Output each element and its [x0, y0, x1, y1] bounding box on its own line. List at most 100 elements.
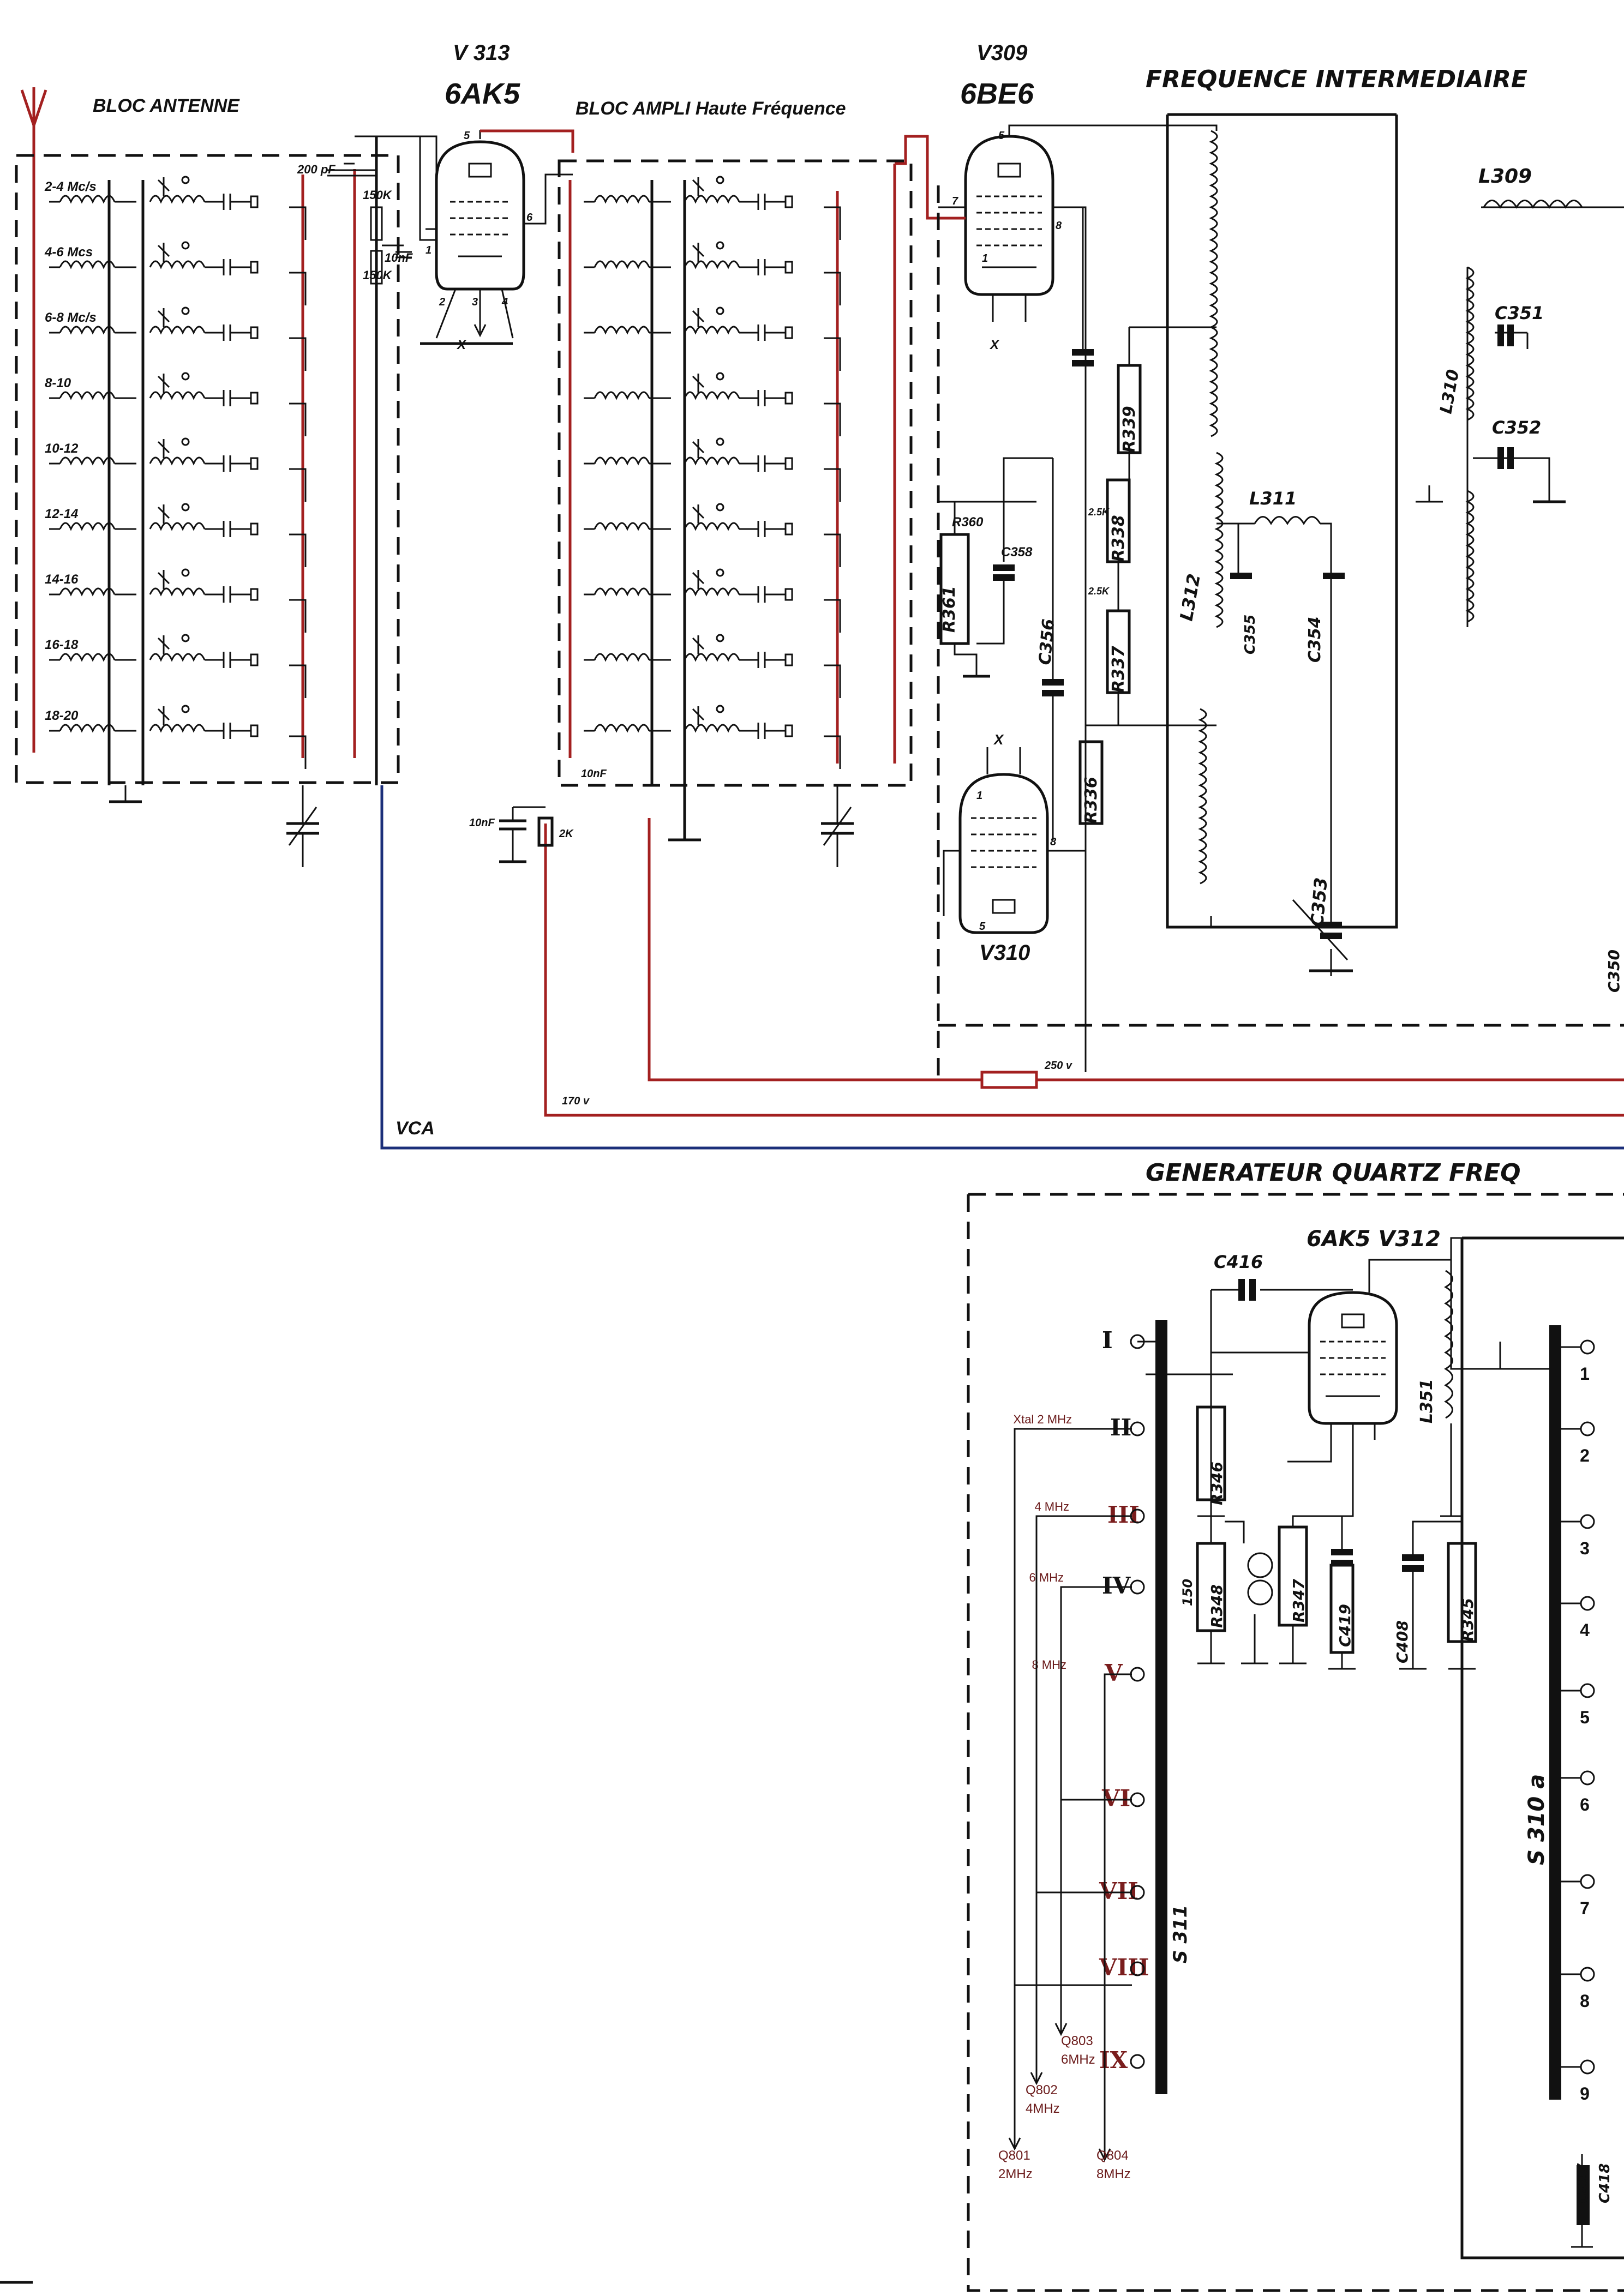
- l311-label: L311: [1249, 488, 1297, 509]
- rf-block-10nf-label: 10nF: [581, 768, 607, 780]
- band-row: [49, 705, 307, 769]
- cap-10nf-label: 10nF: [385, 251, 413, 265]
- band-row: [49, 437, 307, 502]
- antenna-output-network: [327, 135, 438, 285]
- switch-position-numeral: VIII: [1099, 1954, 1149, 1981]
- antenna-block-frame: [15, 154, 400, 784]
- rf-block-frame: [558, 159, 913, 787]
- r346-label: R346: [1208, 1462, 1226, 1505]
- v310-pin: 8: [1050, 836, 1057, 848]
- v309-ref: V309: [976, 41, 1028, 65]
- band-row: [49, 306, 307, 371]
- band-row: [49, 176, 307, 240]
- switch-position-numeral: II: [1110, 1414, 1131, 1441]
- if-transformer-coils: [1198, 125, 1475, 927]
- c417-label: C417: [1575, 2163, 1591, 2203]
- res-2k-label: 2K: [559, 828, 574, 840]
- v313-type: 6AK5: [445, 77, 520, 110]
- if-section-frame: [937, 113, 1624, 1081]
- c418-label: C418: [1597, 2163, 1613, 2203]
- r338-label: R338: [1109, 515, 1128, 562]
- s311-switch-bar: [1155, 1320, 1233, 2094]
- c350-label: C350: [1605, 949, 1623, 993]
- s310a-contact: [1580, 1967, 1595, 1982]
- switch-contact: [1130, 1961, 1145, 1976]
- crystal-frequency-label: Xtal 2 MHz: [1013, 1413, 1072, 1426]
- switch-contact: [1130, 1421, 1145, 1436]
- band-row: [49, 503, 307, 567]
- c356-label: C356: [1035, 618, 1058, 665]
- v313-plate-red: [480, 129, 574, 153]
- crystal-ref: Q802: [1026, 2083, 1058, 2097]
- crystal-ref: Q803: [1061, 2034, 1093, 2048]
- r347-label: R347: [1290, 1578, 1308, 1622]
- l310-label: L310: [1436, 368, 1463, 416]
- band-row: [584, 372, 841, 436]
- s310a-contact: [1580, 1874, 1595, 1889]
- v312-label: 6AK5 V312: [1307, 1227, 1441, 1252]
- tube-v310: [943, 725, 1087, 934]
- cap-200pf-label: 200 pF: [297, 163, 335, 176]
- switch-contact: [1130, 1792, 1145, 1807]
- c351-label: C351: [1495, 303, 1544, 323]
- s310a-contact-number: 8: [1580, 1991, 1590, 2011]
- v313-x-mark: X: [456, 338, 467, 352]
- crystal-gen-frame: [967, 1193, 1624, 2292]
- switch-contact: [1130, 1579, 1145, 1595]
- band-row: [49, 568, 307, 633]
- v309-x-mark: X: [989, 338, 1000, 352]
- v309-pin: 1: [982, 253, 988, 265]
- v313-pin: 5: [464, 130, 470, 142]
- crystal-gen-title: GENERATEUR QUARTZ FREQ: [1146, 1159, 1521, 1187]
- r339-label: R339: [1120, 406, 1139, 453]
- antenna-band-rails: [32, 136, 378, 785]
- v310-pin: 1: [976, 790, 982, 802]
- rf-band-rails: [568, 164, 896, 840]
- crystal-frequency: 2MHz: [998, 2167, 1033, 2181]
- if-section-title: FREQUENCE INTERMEDIAIRE: [1146, 65, 1527, 93]
- crystal-frequency-label: 4 MHz: [1034, 1500, 1069, 1513]
- band-row: [49, 372, 307, 436]
- c353-label: C353: [1307, 876, 1332, 927]
- band-label: 18-20: [45, 708, 79, 723]
- agc-rail-label: VCA: [395, 1118, 435, 1139]
- c419-label: C419: [1336, 1604, 1354, 1647]
- l351-coil: [1440, 1270, 1501, 1517]
- v309-pin: 7: [952, 195, 958, 207]
- l351-label: L351: [1417, 1379, 1436, 1423]
- v309-grid-red: [895, 135, 966, 220]
- crystal-frequency: 4MHz: [1026, 2101, 1060, 2116]
- s310a-contact: [1580, 1596, 1595, 1611]
- band-label: 12-14: [45, 507, 78, 521]
- rf-band-coils: [584, 176, 841, 769]
- rail-250v-label: 250 v: [1044, 1060, 1073, 1072]
- v309-pin: 8: [1056, 220, 1062, 232]
- c352-label: C352: [1492, 417, 1541, 438]
- tube-v309: [938, 124, 1218, 725]
- l311-c355-c354-network: [1216, 516, 1345, 682]
- switch-position-numeral: IX: [1099, 2047, 1128, 2073]
- c408-label: C408: [1393, 1620, 1411, 1663]
- r361-label: R361: [940, 586, 959, 633]
- l309-label: L309: [1478, 165, 1532, 188]
- v313-pin: 1: [426, 244, 432, 256]
- crystal-frequency: 6MHz: [1061, 2052, 1095, 2067]
- band-row: [584, 437, 841, 502]
- switch-position-numeral: IV: [1102, 1572, 1131, 1599]
- crystal-ref: Q801: [998, 2148, 1030, 2163]
- r360-r361-c358-network: [938, 501, 1036, 678]
- band-label: 14-16: [45, 572, 79, 587]
- s310a-contact-number: 2: [1580, 1446, 1590, 1465]
- c358-label: C358: [1001, 545, 1033, 560]
- switch-position-numeral: VI: [1101, 1785, 1130, 1812]
- switch-position-numeral: V: [1104, 1660, 1123, 1686]
- value-2-5k: 2.5K: [1088, 586, 1110, 597]
- band-row: [49, 241, 307, 305]
- crystal-gen-components: [1173, 1373, 1477, 1670]
- res-150k-top-label: 150K: [363, 188, 393, 202]
- band-row: [584, 503, 841, 567]
- s310a-contact-number: 4: [1580, 1620, 1590, 1640]
- switch-position-numeral: I: [1102, 1327, 1113, 1354]
- v313-pin: 3: [472, 296, 478, 308]
